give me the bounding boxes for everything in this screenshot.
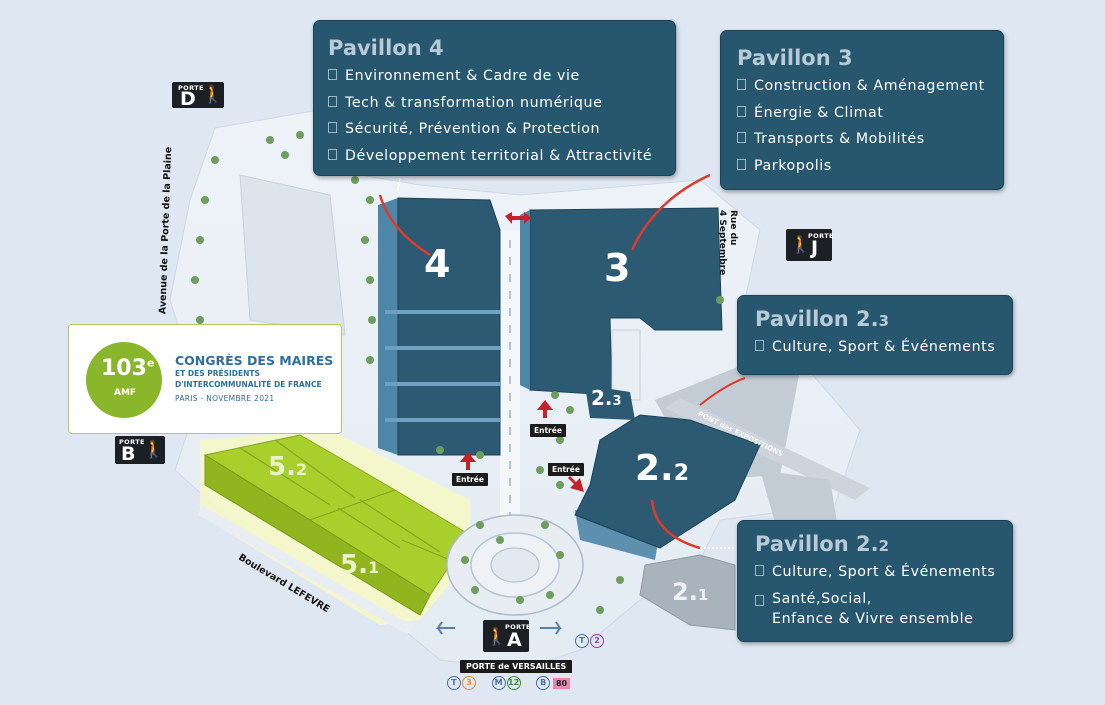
porte-d-label: PORTE [178, 84, 204, 92]
trees [191, 131, 724, 614]
walking-person-icon: 🚶 [790, 235, 812, 255]
list-item: Tech & transformation numérique [328, 90, 675, 117]
porte-j-letter: J [811, 237, 819, 259]
list-item: Environnement & Cadre de vie [328, 63, 675, 90]
porte-a-letter: A [507, 629, 522, 651]
porte-b-sign: PORTE B 🚶 [115, 436, 165, 465]
entrance-label: Entrée [452, 473, 488, 486]
leader-white-p4 [397, 177, 401, 191]
pavilion-4-title: Pavillon 4 [328, 36, 444, 60]
bus-80-line: 80 [552, 677, 571, 689]
pavilion-3-list: Construction & Aménagement Énergie & Cli… [737, 73, 1003, 179]
walking-person-icon: 🚶 [202, 85, 224, 105]
logo-line2: ET DES PRÉSIDENTS [175, 369, 260, 378]
logo-line3: D'INTERCOMMUNALITÉ DE FRANCE [175, 380, 322, 389]
list-item: Transports & Mobilités [737, 126, 1003, 153]
list-item: Sécurité, Prévention & Protection [328, 116, 675, 143]
metro-icon: M [491, 676, 506, 690]
pavilion-2-3-panel[interactable]: Pavillon 2.3 Culture, Sport & Événements [737, 295, 1013, 375]
pavilion-4-stripes [385, 310, 500, 422]
walkway [500, 230, 520, 520]
list-item: Santé,Social, Enfance & Vivre ensemble [755, 589, 1012, 629]
leader-pavilion-3 [630, 173, 711, 251]
list-item: Construction & Aménagement [737, 73, 1003, 100]
leader-pavilion-2-2 [650, 499, 701, 550]
building-4-label: 4 [424, 242, 451, 286]
roundabout [446, 514, 584, 616]
porte-b-letter: B [121, 443, 136, 465]
porte-b-label: PORTE [119, 438, 145, 446]
bus-icon: B [536, 676, 551, 690]
parking-area [239, 174, 346, 336]
metro-12-line: 12 [506, 676, 521, 690]
walking-person-icon: 🚶 [486, 627, 508, 647]
tram-2-line: 2 [590, 634, 604, 648]
pavilion-2-2-roof [574, 414, 761, 549]
congress-logo: 103e AMF CONGRÈS DES MAIRES ET DES PRÉSI… [68, 324, 342, 434]
pavilion-5-side [204, 454, 431, 616]
porte-d-sign: PORTE D 🚶 [172, 82, 224, 110]
leader-pavilion-4 [378, 194, 431, 257]
pavilion-3-title: Pavillon 3 [737, 46, 853, 70]
amf-mark: AMF [114, 388, 137, 398]
pavilion-2-3-list: Culture, Sport & Événements [755, 334, 1012, 361]
logo-title: CONGRÈS DES MAIRES [175, 353, 334, 368]
station-label: PORTE de VERSAILLES [460, 660, 573, 673]
street-4-septembre: 4 Septembre [717, 210, 727, 276]
pavilion-2-2-panel[interactable]: Pavillon 2.2 Culture, Sport & Événements… [737, 520, 1013, 642]
tram-icon: T [575, 634, 589, 648]
arrow-left [436, 621, 455, 635]
pavilion-3-roof [529, 207, 723, 396]
pavilion-4-list: Environnement & Cadre de vie Tech & tran… [328, 63, 675, 169]
pavilion-4-panel[interactable]: Pavillon 4 Environnement & Cadre de vie … [313, 20, 676, 176]
building-5-2-label: 5.2 [268, 452, 308, 482]
porte-j-label: PORTE [808, 232, 834, 240]
porte-d-letter: D [180, 88, 196, 110]
pavilion-3-side [520, 210, 530, 390]
building-3-label: 3 [604, 246, 631, 290]
pavilion-2-1 [639, 554, 736, 631]
tram-3-line: 3 [462, 676, 476, 690]
walking-person-icon: 🚶 [143, 440, 165, 460]
arrow-right [540, 621, 562, 635]
pavilion-2-2-list: Culture, Sport & Événements Santé,Social… [755, 559, 1012, 629]
list-item: Développement territorial & Attractivité [328, 143, 675, 170]
building-2-2-label: 2.2 [635, 448, 690, 489]
list-item: Culture, Sport & Événements [755, 334, 1012, 361]
entrance-label: Entrée [530, 424, 566, 437]
building-2-1-label: 2.1 [672, 578, 709, 606]
pavilion-3-annex [611, 329, 641, 401]
entrance-arrow-icon [460, 212, 584, 492]
pavilion-2-3-title: Pavillon 2.3 [755, 307, 889, 331]
pont-lane [665, 398, 870, 500]
list-item: Culture, Sport & Événements [755, 559, 1012, 586]
pavilion-5-ribs [239, 439, 451, 561]
porte-j-sign: 🚶 PORTE J [786, 229, 834, 261]
building-2-3-label: 2.3 [591, 386, 622, 410]
pavilion-2-3 [585, 385, 635, 420]
edition-number: 103e [101, 356, 155, 381]
logo-badge [86, 342, 162, 418]
porte-a-sign: 🚶 PORTE A [483, 620, 531, 652]
list-item: Parkopolis [737, 153, 1003, 180]
pavilion-2-2-title: Pavillon 2.2 [755, 532, 889, 556]
pavilion-4-roof [397, 197, 501, 456]
pavilion-4-side [378, 198, 398, 455]
list-item: Énergie & Climat [737, 100, 1003, 127]
porte-a-label: PORTE [505, 623, 531, 631]
street-rue-du: Rue du [728, 210, 738, 246]
entrance-label: Entrée [548, 463, 584, 476]
pavilion-3-panel[interactable]: Pavillon 3 Construction & Aménagement Én… [720, 30, 1004, 190]
building-5-1-label: 5.1 [340, 550, 380, 580]
logo-date: PARIS - NOVEMBRE 2021 [175, 394, 275, 403]
leader-pavilion-2-3 [699, 377, 746, 406]
road-lefevre [197, 505, 413, 635]
tram-icon: T [447, 676, 461, 690]
